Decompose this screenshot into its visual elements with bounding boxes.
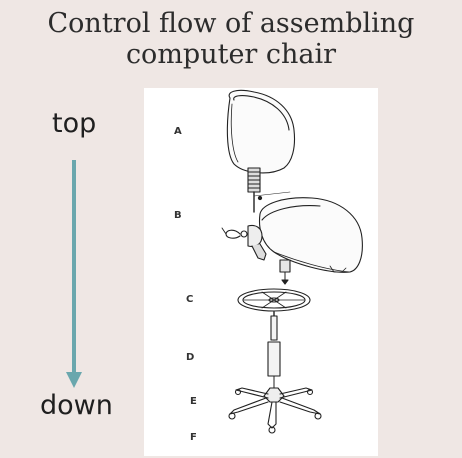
- top-label: top: [52, 108, 97, 139]
- step-label-f: F: [190, 432, 197, 443]
- assembly-diagram-panel: A B C D E F: [144, 88, 378, 456]
- seat-part: [258, 197, 363, 273]
- step-label-e: E: [190, 396, 197, 407]
- chair-base-part: [228, 387, 322, 434]
- down-label: down: [40, 390, 113, 421]
- chair-exploded-drawing: [221, 89, 363, 434]
- foot-ring-part: [237, 288, 311, 312]
- step-label-c: C: [186, 294, 194, 305]
- step-label-b: B: [174, 210, 182, 221]
- down-arrow-icon: [66, 160, 82, 388]
- backrest-spring-part: [247, 167, 291, 213]
- step-label-a: A: [174, 126, 182, 137]
- title-line-1: Control flow of assembling: [47, 8, 415, 39]
- diagram-title: Control flow of assembling computer chai…: [0, 8, 462, 70]
- backrest-part: [226, 89, 296, 174]
- step-label-d: D: [186, 352, 195, 363]
- gas-cylinder-part: [267, 311, 281, 389]
- seat-mechanism-part: [221, 224, 291, 285]
- title-line-2: computer chair: [125, 39, 337, 70]
